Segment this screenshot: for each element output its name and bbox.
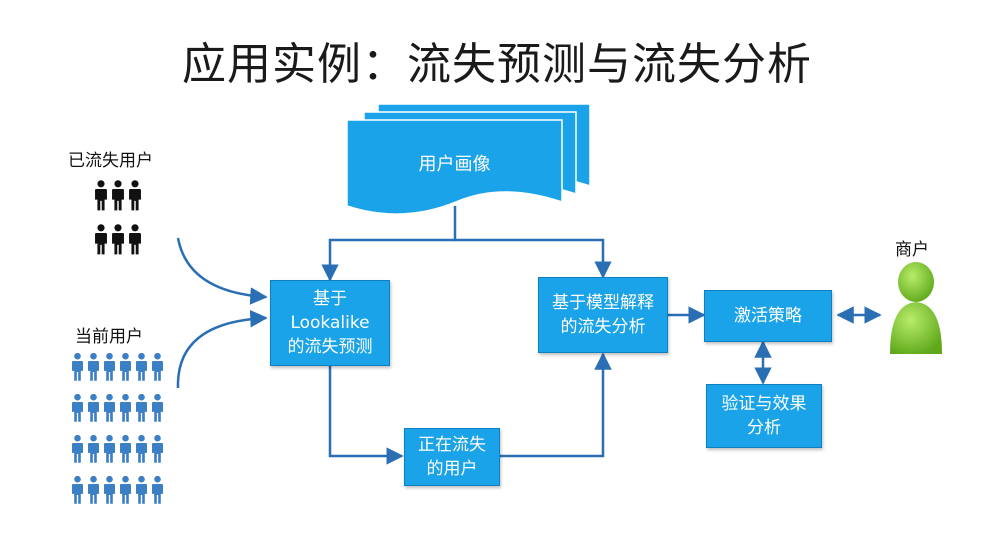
- user-profile-doc: [346, 103, 591, 215]
- merchant-label: 商户: [895, 240, 929, 260]
- person-icon: [152, 393, 163, 422]
- person-icon: [95, 180, 107, 211]
- person-icon: [136, 393, 147, 422]
- person-icon: [112, 180, 124, 211]
- person-icon: [104, 352, 115, 381]
- user-profile-label: 用户画像: [418, 154, 491, 175]
- person-icon: [120, 434, 131, 463]
- person-icon: [104, 434, 115, 463]
- lookalike-prediction-label: 基于 Lookalike 的流失预测: [287, 289, 373, 357]
- person-icon: [152, 434, 163, 463]
- person-icon: [72, 393, 83, 422]
- person-icon: [72, 475, 83, 504]
- person-icon: [152, 475, 163, 504]
- arrow-lookalike-to-churning: [328, 366, 404, 465]
- churned-users-icon: [95, 180, 141, 255]
- churned-users-label: 已流失用户: [68, 151, 153, 171]
- person-icon: [136, 434, 147, 463]
- arrow-churning-to-model: [500, 352, 612, 458]
- person-icon: [136, 352, 147, 381]
- person-icon: [129, 180, 141, 211]
- arrow-current-in: [176, 309, 268, 389]
- person-icon: [88, 352, 99, 381]
- activation-strategy-label: 激活策略: [734, 306, 802, 326]
- arrow-churned-in: [176, 237, 268, 305]
- model-analysis-label: 基于模型解释 的流失分析: [552, 293, 654, 337]
- person-icon: [152, 352, 163, 381]
- person-icon: [104, 393, 115, 422]
- person-icon: [136, 475, 147, 504]
- person-icon: [120, 352, 131, 381]
- arrow-profile-to-lookalike: [321, 238, 455, 282]
- person-icon: [72, 434, 83, 463]
- lookalike-prediction-box: 基于 Lookalike 的流失预测: [270, 280, 390, 366]
- merchant-icon: [890, 262, 942, 354]
- person-icon: [112, 224, 124, 255]
- person-icon: [104, 475, 115, 504]
- person-icon: [88, 434, 99, 463]
- churning-users-box: 正在流失 的用户: [404, 428, 500, 486]
- person-icon: [88, 475, 99, 504]
- person-icon: [120, 475, 131, 504]
- validation-box: 验证与效果 分析: [706, 384, 822, 448]
- page-title: 应用实例：流失预测与流失分析: [182, 39, 812, 90]
- connectors: [176, 206, 882, 465]
- current-users-icon: [72, 352, 163, 504]
- validation-label: 验证与效果 分析: [721, 394, 807, 438]
- model-analysis-box: 基于模型解释 的流失分析: [538, 277, 668, 353]
- person-icon: [120, 393, 131, 422]
- arrow-profile-split: [453, 206, 612, 279]
- churning-users-label: 正在流失 的用户: [418, 435, 486, 479]
- person-icon: [72, 352, 83, 381]
- person-icon: [88, 393, 99, 422]
- current-users-label: 当前用户: [75, 327, 143, 347]
- person-icon: [129, 224, 141, 255]
- activation-strategy-box: 激活策略: [704, 290, 832, 342]
- person-icon: [95, 224, 107, 255]
